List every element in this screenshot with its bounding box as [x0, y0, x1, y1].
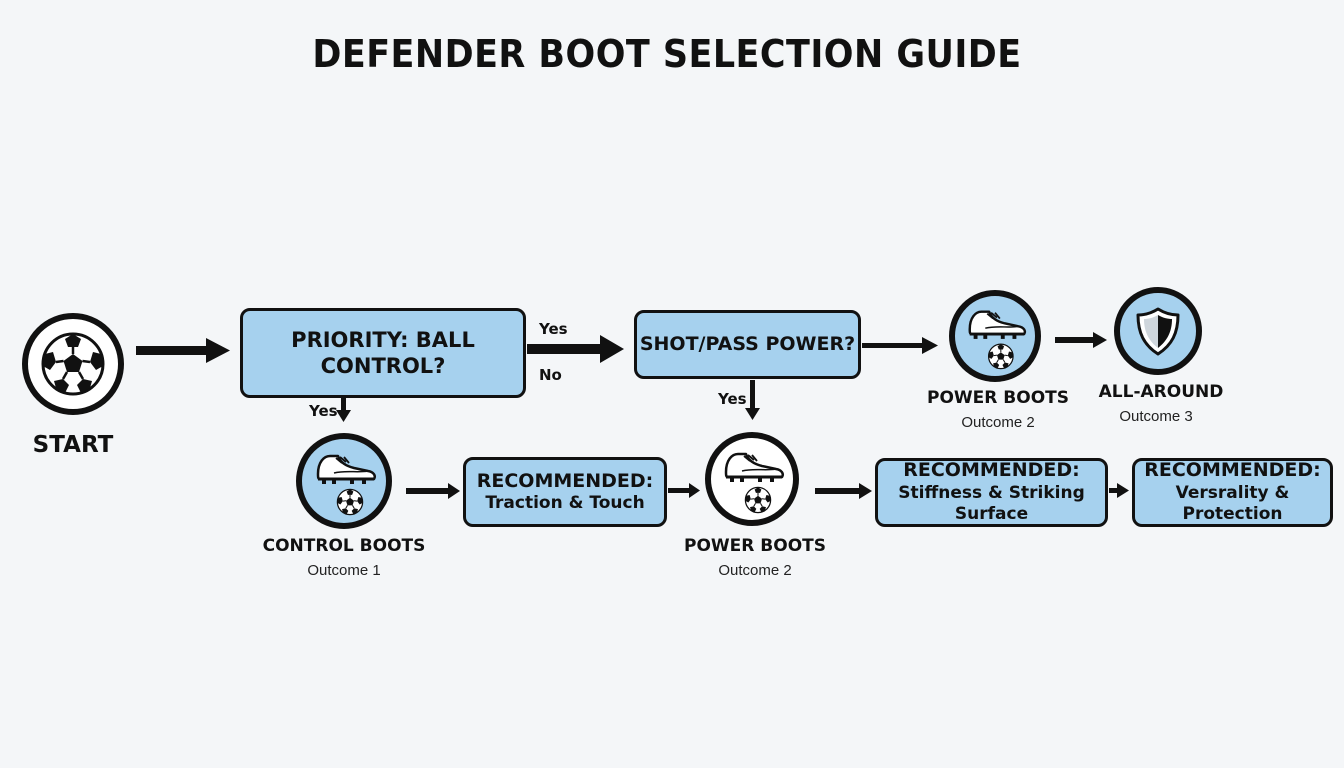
arrow-decision-to-power-question — [527, 344, 603, 354]
edge-label-power-yes-down: Yes — [718, 390, 747, 408]
all-around-label: ALL-AROUND — [1098, 382, 1224, 402]
arrow-control-to-recommendation-head — [448, 483, 460, 499]
decision-ball-control[interactable]: PRIORITY: BALL CONTROL? — [240, 308, 526, 398]
edge-label-yes-right: Yes — [539, 320, 568, 338]
arrow-recommendation-to-power-boots — [668, 488, 691, 493]
arrow-power-boots-to-recommendation — [815, 488, 861, 494]
decision-ball-control-text: PRIORITY: BALL CONTROL? — [291, 327, 475, 378]
arrow-recommendation-to-recommendation — [1109, 488, 1119, 493]
power-boots-bottom-node[interactable] — [705, 432, 799, 526]
page-title: DEFENDER BOOT SELECTION GUIDE — [312, 32, 1022, 76]
edge-label-yes-down: Yes — [309, 402, 338, 420]
decision-shot-pass-power[interactable]: SHOT/PASS POWER? — [634, 310, 861, 379]
power-boots-top-outcome: Outcome 2 — [961, 414, 1035, 431]
recommendation-all-around-heading: RECOMMENDED: — [1144, 459, 1321, 482]
power-boots-bottom-outcome: Outcome 2 — [718, 562, 792, 579]
power-boots-top-label: POWER BOOTS — [927, 388, 1069, 408]
power-boots-top-node[interactable] — [949, 290, 1041, 382]
recommendation-power[interactable]: RECOMMENDED: Stiffness & Striking Surfac… — [875, 458, 1108, 527]
arrow-power-boots-to-all-around-head — [1093, 332, 1107, 348]
recommendation-control[interactable]: RECOMMENDED: Traction & Touch — [463, 457, 667, 527]
arrow-power-question-to-power-boots — [862, 343, 924, 348]
arrow-power-question-down-stem — [750, 380, 755, 410]
arrow-recommendation-to-recommendation-head — [1117, 483, 1129, 498]
arrow-control-to-recommendation — [406, 488, 450, 494]
edge-label-no: No — [539, 366, 562, 384]
boot-and-ball-icon — [961, 302, 1029, 370]
arrow-power-question-down-head — [745, 408, 760, 420]
arrow-decision-down-stem — [341, 398, 346, 412]
arrow-power-question-to-power-boots-head — [922, 337, 938, 354]
arrow-power-boots-to-recommendation-head — [859, 483, 872, 499]
boot-and-ball-icon — [309, 446, 379, 516]
control-boots-node[interactable] — [296, 433, 392, 529]
recommendation-control-detail: Traction & Touch — [485, 493, 645, 514]
start-node[interactable] — [22, 313, 124, 415]
recommendation-all-around[interactable]: RECOMMENDED: Versrality & Protection — [1132, 458, 1333, 527]
shield-icon — [1136, 307, 1180, 356]
arrow-recommendation-to-power-boots-head — [689, 483, 700, 498]
all-around-outcome: Outcome 3 — [1119, 408, 1193, 425]
start-label: START — [32, 432, 114, 458]
arrow-decision-to-power-question-head — [600, 335, 624, 363]
arrow-start-to-decision — [136, 346, 208, 355]
arrow-start-to-decision-head — [206, 338, 230, 363]
control-boots-label: CONTROL BOOTS — [262, 536, 426, 556]
decision-shot-pass-power-text: SHOT/PASS POWER? — [639, 332, 856, 355]
recommendation-power-heading: RECOMMENDED: — [903, 459, 1080, 482]
all-around-node[interactable] — [1114, 287, 1202, 375]
control-boots-outcome: Outcome 1 — [307, 562, 381, 579]
soccer-ball-icon — [41, 332, 105, 396]
recommendation-all-around-detail: Versrality & Protection — [1175, 483, 1290, 525]
recommendation-control-heading: RECOMMENDED: — [476, 469, 654, 492]
boot-and-ball-icon — [717, 444, 787, 514]
power-boots-bottom-label: POWER BOOTS — [684, 536, 826, 556]
arrow-decision-down-head — [336, 410, 351, 422]
arrow-power-boots-to-all-around — [1055, 337, 1095, 343]
recommendation-power-detail: Stiffness & Striking Surface — [898, 483, 1085, 525]
